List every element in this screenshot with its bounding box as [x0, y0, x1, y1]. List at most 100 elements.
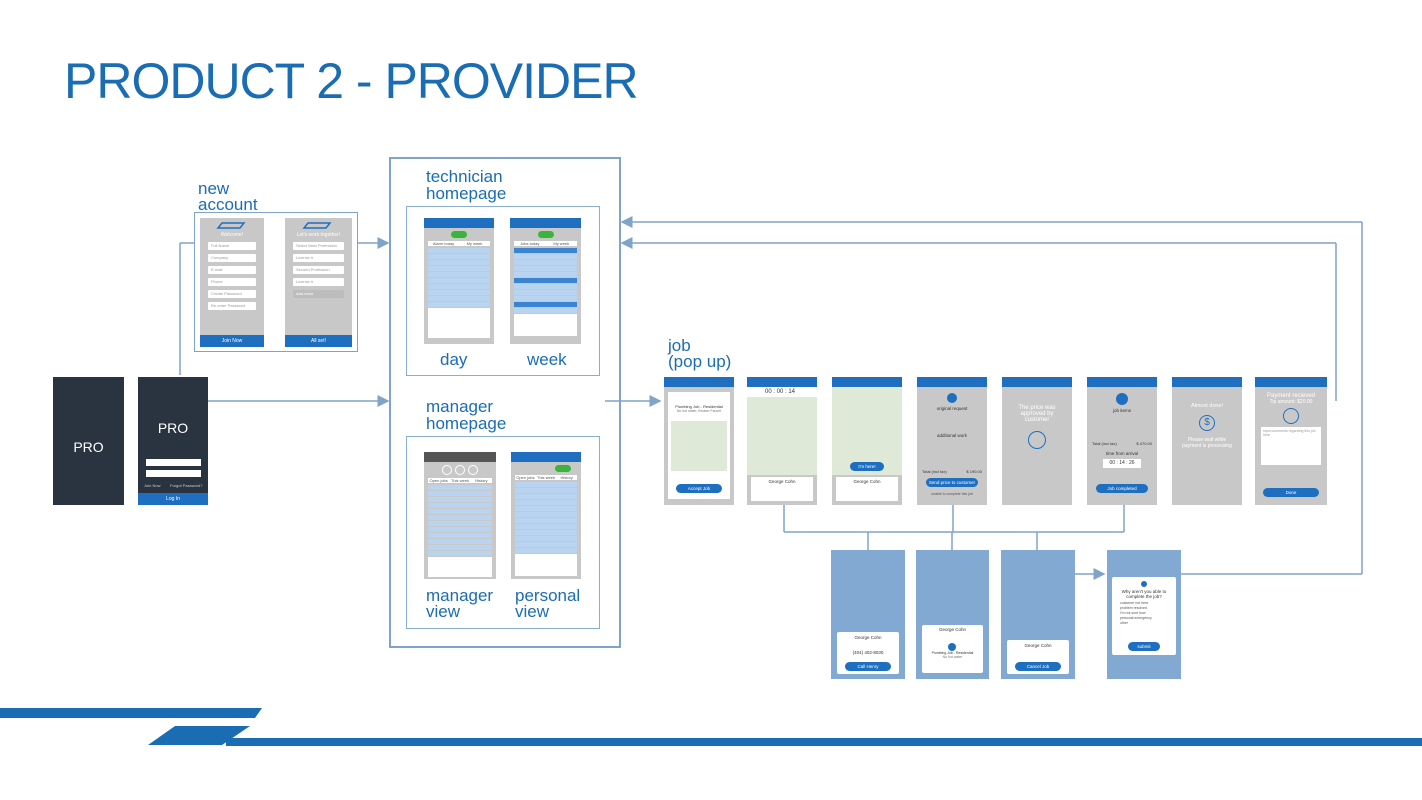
job-row[interactable] — [514, 284, 577, 289]
reason-option[interactable]: I'm not sure how — [1120, 611, 1146, 615]
tab-open[interactable]: Open jobs — [516, 475, 535, 480]
job-row[interactable] — [428, 545, 492, 550]
tab-week[interactable]: My week — [553, 241, 570, 246]
reason-option[interactable]: customer not here — [1120, 601, 1149, 605]
reason-option[interactable]: other — [1120, 621, 1128, 625]
label-line: account — [198, 195, 258, 214]
tab-today[interactable]: Alarm today — [432, 241, 455, 246]
job-row[interactable] — [514, 260, 577, 265]
comments-input[interactable]: input comments regarding this job here — [1261, 427, 1321, 465]
cancel-job-button[interactable]: Cancel Job — [1015, 662, 1061, 671]
job-row[interactable] — [428, 497, 492, 502]
manager-frame — [406, 436, 600, 629]
job-row[interactable] — [428, 485, 492, 490]
submit-button[interactable]: submit — [1128, 642, 1160, 651]
tab-today[interactable]: Jobs today — [520, 241, 540, 246]
job-row[interactable] — [515, 488, 577, 493]
im-here-button[interactable]: I'm here! — [850, 462, 884, 471]
job-row[interactable] — [428, 296, 490, 301]
job-row[interactable] — [428, 503, 492, 508]
create-password-field[interactable]: Create Password — [208, 290, 256, 298]
job-completed-button[interactable]: Job completed — [1096, 484, 1148, 493]
route-map[interactable] — [671, 421, 727, 471]
license-field[interactable]: License # — [293, 254, 344, 262]
job-row[interactable] — [428, 533, 492, 538]
job-row[interactable] — [428, 521, 492, 526]
add-more-button[interactable]: Add more — [293, 290, 344, 298]
job-row[interactable] — [428, 551, 492, 556]
job-row[interactable] — [515, 518, 577, 523]
job-row[interactable] — [428, 260, 490, 265]
route-map[interactable] — [747, 397, 817, 475]
job-row[interactable] — [515, 500, 577, 505]
job-row[interactable] — [428, 539, 492, 544]
company-field[interactable]: Company — [208, 254, 256, 262]
phone-field[interactable]: Phone — [208, 278, 256, 286]
password-input[interactable] — [146, 470, 201, 477]
job-row[interactable] — [428, 509, 492, 514]
license-field-2[interactable]: License # — [293, 278, 344, 286]
send-price-button[interactable]: Send price to customer — [926, 478, 978, 487]
job-row[interactable] — [515, 542, 577, 547]
job-row[interactable] — [515, 512, 577, 517]
tab-open[interactable]: Open jobs — [429, 478, 448, 483]
full-name-field[interactable]: Full Name — [208, 242, 256, 250]
chart-icon[interactable] — [468, 465, 478, 475]
reason-option[interactable]: problem resolved — [1120, 606, 1147, 610]
job-row[interactable] — [428, 254, 490, 259]
forgot-password-link[interactable]: Forgot Password? — [170, 483, 203, 488]
main-profession-field[interactable]: Select Main Profession — [293, 242, 344, 250]
job-row[interactable] — [428, 266, 490, 271]
email-input[interactable] — [146, 459, 201, 466]
route-map[interactable]: I'm here! — [832, 387, 902, 475]
customer-card[interactable]: George Cohn — [751, 477, 813, 501]
job-row[interactable] — [514, 254, 577, 259]
tab-week[interactable]: This week — [450, 478, 469, 483]
job-row[interactable] — [428, 527, 492, 532]
email-field[interactable]: E-mail — [208, 266, 256, 274]
job-row[interactable] — [515, 524, 577, 529]
tab-week[interactable]: This week — [537, 475, 556, 480]
join-now-link[interactable]: Join Now — [144, 483, 161, 488]
people-icon[interactable] — [442, 465, 452, 475]
job-row[interactable] — [514, 296, 577, 301]
done-button[interactable]: Done — [1263, 488, 1319, 497]
job-row[interactable] — [515, 482, 577, 487]
job-row[interactable] — [515, 530, 577, 535]
job-row[interactable] — [428, 278, 490, 283]
job-row[interactable] — [428, 272, 490, 277]
login-button[interactable]: Log In — [138, 493, 208, 505]
job-row[interactable] — [428, 248, 490, 253]
availability-toggle[interactable] — [555, 465, 571, 472]
job-row[interactable] — [428, 515, 492, 520]
availability-toggle[interactable] — [451, 231, 467, 238]
unable-link[interactable]: unable to complete this job — [931, 492, 973, 496]
dollar-icon[interactable] — [455, 465, 465, 475]
job-row[interactable] — [428, 302, 490, 307]
second-profession-field[interactable]: Second Profession — [293, 266, 344, 274]
job-row[interactable] — [514, 266, 577, 271]
job-row[interactable] — [428, 290, 490, 295]
job-row[interactable] — [515, 506, 577, 511]
job-row[interactable] — [514, 290, 577, 295]
join-now-button[interactable]: Join Now — [200, 335, 264, 347]
day-header — [514, 248, 577, 253]
tab-history[interactable]: History — [560, 475, 573, 480]
reenter-password-field[interactable]: Re-enter Password — [208, 302, 256, 310]
call-button[interactable]: Call Henry — [845, 662, 891, 671]
tab-history[interactable]: History — [475, 478, 488, 483]
job-row[interactable] — [428, 284, 490, 289]
availability-toggle[interactable] — [537, 231, 554, 238]
accept-job-button[interactable]: Accept Job — [676, 484, 722, 493]
job-row[interactable] — [514, 308, 577, 313]
job-row[interactable] — [515, 536, 577, 541]
job-row[interactable] — [515, 494, 577, 499]
label-line: personal — [515, 586, 581, 605]
job-row[interactable] — [515, 548, 577, 553]
reason-option[interactable]: personal emergency — [1120, 616, 1152, 620]
tab-week[interactable]: My week — [466, 241, 483, 246]
job-row[interactable] — [514, 272, 577, 277]
customer-card[interactable]: George Cohn — [836, 477, 898, 501]
all-set-button[interactable]: All set! — [285, 335, 352, 347]
job-row[interactable] — [428, 491, 492, 496]
